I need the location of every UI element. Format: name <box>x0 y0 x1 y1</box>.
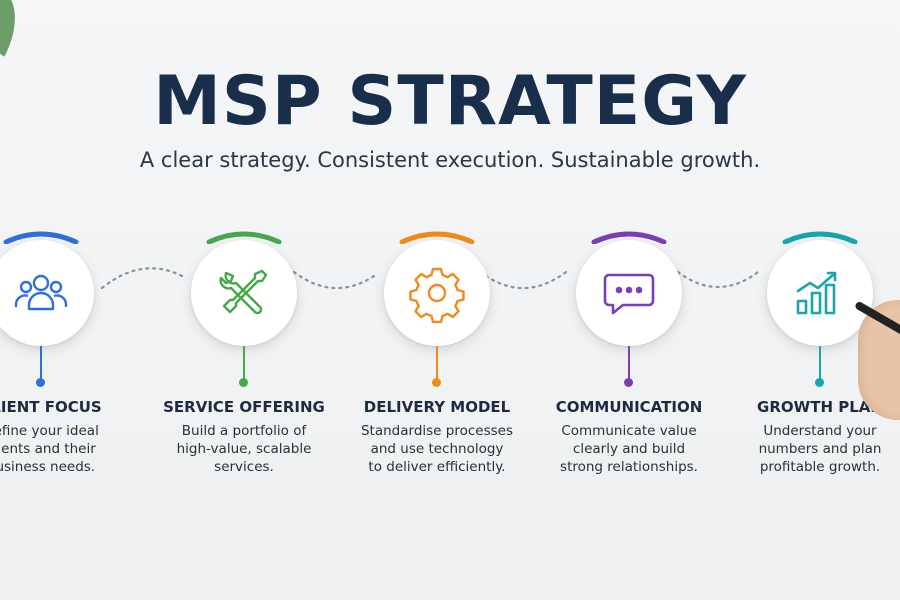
step-desc-line: Build a portfolio of <box>181 423 307 439</box>
step-desc-line: and use technology <box>370 441 504 457</box>
step-accent-arc <box>399 231 475 244</box>
chat-icon <box>603 273 655 315</box>
step-desc-line: Standardise processes <box>360 423 513 439</box>
step-service-offering: SERVICE OFFERING Build a portfolio of hi… <box>149 230 339 490</box>
step-delivery-model: DELIVERY MODEL Standardise processes and… <box>342 230 532 490</box>
step-desc-line: to deliver efficiently. <box>368 459 506 475</box>
connector-3-4 <box>484 270 568 290</box>
step-dot <box>239 378 248 387</box>
growth-chart-icon <box>796 271 837 315</box>
gear-icon <box>409 267 465 323</box>
step-icon-circle <box>191 240 297 346</box>
step-desc-line: Understand your <box>763 423 877 439</box>
step-description: Understand your numbers and plan profita… <box>730 422 900 476</box>
step-growth-plan: GROWTH PLAN Understand your numbers and … <box>725 230 900 490</box>
step-desc-line: high-value, scalable <box>176 441 312 457</box>
step-desc-line: clearly and build <box>572 441 686 457</box>
step-dot <box>624 378 633 387</box>
step-title: DELIVERY MODEL <box>363 398 511 416</box>
connector-1-2 <box>100 267 184 290</box>
step-description: Define your ideal clients and their busi… <box>0 422 131 476</box>
step-desc-line: Communicate value <box>561 423 697 439</box>
step-icon-circle <box>384 240 490 346</box>
step-communication: COMMUNICATION Communicate value clearly … <box>534 230 724 490</box>
step-stem <box>628 346 630 380</box>
step-stem <box>243 346 245 380</box>
step-icon-circle <box>0 240 94 346</box>
step-dot <box>36 378 45 387</box>
step-title: COMMUNICATION <box>555 398 703 416</box>
connector-4-5 <box>676 270 760 289</box>
step-client-focus: CLIENT FOCUS Define your ideal clients a… <box>0 230 136 490</box>
step-desc-line: profitable growth. <box>759 459 881 475</box>
step-desc-line: business needs. <box>0 459 96 475</box>
step-accent-arc <box>3 231 79 244</box>
step-accent-arc <box>206 231 282 244</box>
step-stem <box>436 346 438 380</box>
people-icon <box>14 274 68 311</box>
step-desc-line: strong relationships. <box>560 459 698 475</box>
step-icon-circle <box>767 240 873 346</box>
step-stem <box>40 346 42 380</box>
page-subtitle: A clear strategy. Consistent execution. … <box>139 148 761 172</box>
step-dot <box>432 378 441 387</box>
step-desc-line: Define your ideal <box>0 423 99 439</box>
step-accent-arc <box>782 231 858 244</box>
step-dot <box>815 378 824 387</box>
step-description: Build a portfolio of high-value, scalabl… <box>154 422 334 476</box>
step-desc-line: numbers and plan <box>758 441 882 457</box>
page-title: MSP STRATEGY <box>153 62 747 141</box>
step-icon-circle <box>576 240 682 346</box>
step-accent-arc <box>591 231 667 244</box>
step-description: Standardise processes and use technology… <box>347 422 527 476</box>
connector-2-3 <box>292 270 376 290</box>
tools-icon <box>219 269 268 315</box>
step-title: GROWTH PLAN <box>757 398 883 416</box>
step-desc-line: clients and their <box>0 441 96 457</box>
step-desc-line: services. <box>214 459 274 475</box>
step-title: SERVICE OFFERING <box>163 398 325 416</box>
leaf-decoration <box>0 0 32 57</box>
step-title: CLIENT FOCUS <box>0 398 102 416</box>
step-stem <box>819 346 821 380</box>
step-description: Communicate value clearly and build stro… <box>539 422 719 476</box>
